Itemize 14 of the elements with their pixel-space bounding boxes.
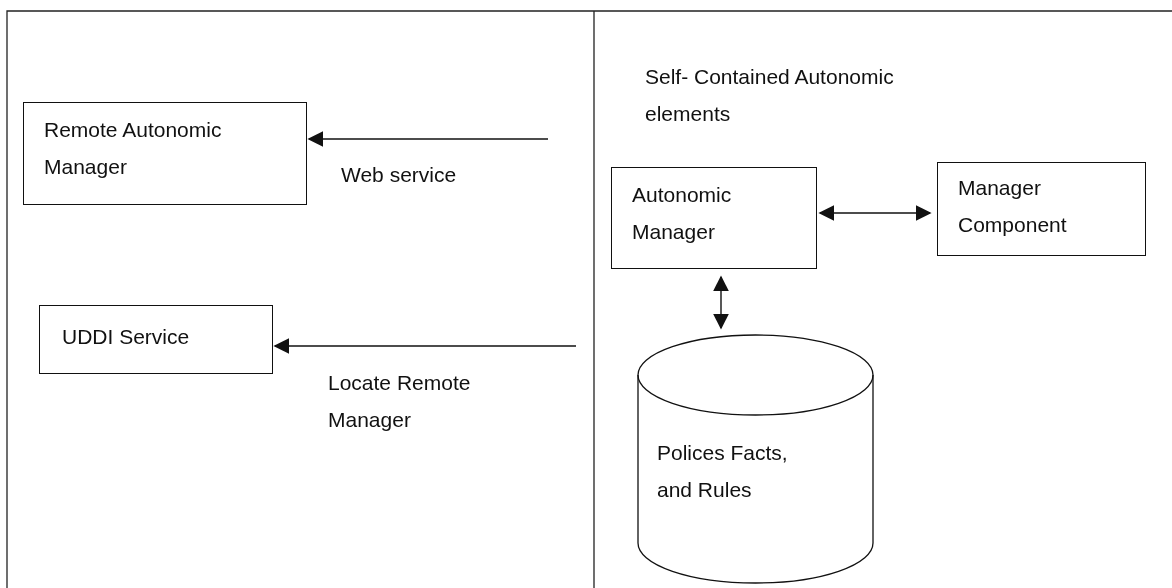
node-label: Manager Component <box>958 175 1068 238</box>
panel-heading: Self- Contained Autonomic elements <box>645 64 895 127</box>
process-box <box>937 162 1146 256</box>
process-box <box>39 305 273 374</box>
process-box <box>23 102 307 205</box>
arrow <box>713 275 729 330</box>
node-label: Remote Autonomic Manager <box>44 117 223 180</box>
arrow <box>818 205 932 221</box>
arrow <box>273 338 577 354</box>
node-label: Polices Facts, and Rules <box>657 440 789 503</box>
node-label: Autonomic Manager <box>632 182 733 245</box>
arrow <box>307 131 549 147</box>
node-label: UDDI Service <box>62 324 191 350</box>
process-box <box>611 167 817 269</box>
